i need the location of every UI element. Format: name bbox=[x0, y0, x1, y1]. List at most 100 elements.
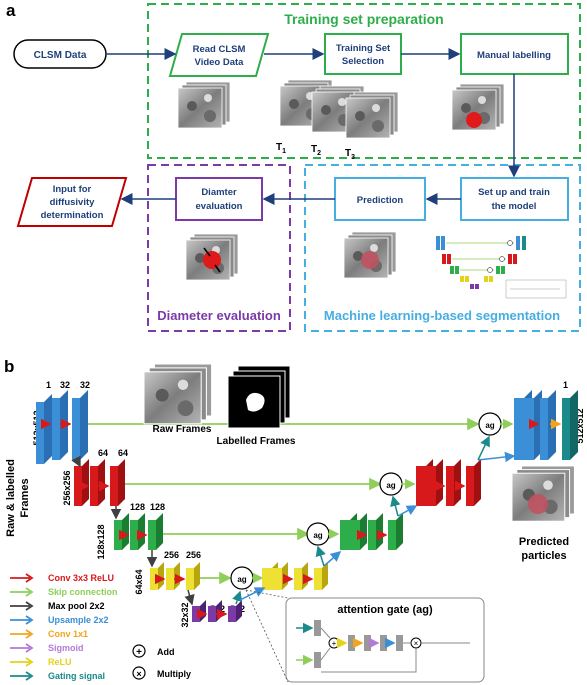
raw-frames-image bbox=[143, 363, 213, 425]
svg-text:ag: ag bbox=[485, 421, 494, 430]
t3-label: T3 bbox=[345, 148, 355, 161]
attention-gate-3: ag bbox=[306, 522, 330, 546]
legend-item: Conv 1x1 bbox=[10, 629, 88, 639]
upsample-arrow bbox=[239, 587, 266, 601]
predicted-label-line2: particles bbox=[521, 550, 566, 562]
ch-out: 1 bbox=[563, 380, 568, 390]
upsample-arrow bbox=[397, 505, 418, 517]
side-label-line1: Raw & labelled bbox=[5, 459, 17, 537]
res-64-label: 64x64 bbox=[134, 569, 144, 594]
attention-gate-2: ag bbox=[379, 472, 403, 496]
legend-label: ReLU bbox=[48, 657, 72, 667]
decoder-level-4 bbox=[262, 562, 328, 590]
svg-text:×: × bbox=[136, 669, 141, 679]
attention-gate-4: ag bbox=[230, 566, 254, 590]
input-line1: Input for bbox=[53, 184, 92, 195]
ch-64b: 64 bbox=[118, 448, 128, 458]
legend-item: ReLU bbox=[10, 657, 72, 667]
legend-label: Upsample 2x2 bbox=[48, 615, 109, 625]
svg-text:+: + bbox=[136, 647, 142, 658]
panel-b-label: b bbox=[4, 357, 14, 376]
diameter-eval-node bbox=[175, 177, 263, 221]
ch-128a: 128 bbox=[130, 502, 145, 512]
training-set-node bbox=[324, 33, 402, 75]
ch-64a: 64 bbox=[98, 448, 108, 458]
ch-1: 1 bbox=[46, 380, 51, 390]
training-set-line1: Training Set bbox=[336, 43, 391, 54]
setup-train-line1: Set up and train bbox=[478, 187, 550, 198]
encoder-level-2 bbox=[74, 459, 125, 506]
legend-item: Skip connection bbox=[10, 587, 118, 597]
attention-gate-1: ag bbox=[478, 412, 502, 436]
labelled-frames-image bbox=[227, 365, 291, 429]
read-clsm-line1: Read CLSM bbox=[193, 44, 246, 55]
legend-label: Conv 3x3 ReLU bbox=[48, 573, 114, 583]
ag-detail-title: attention gate (ag) bbox=[337, 604, 433, 616]
ch-32a: 32 bbox=[60, 380, 70, 390]
read-clsm-line2: Video Data bbox=[195, 57, 245, 68]
manual-labelling-node bbox=[460, 33, 569, 75]
micrograph-t3 bbox=[345, 91, 399, 139]
svg-text:ag: ag bbox=[386, 481, 395, 490]
add-label: Add bbox=[157, 647, 175, 657]
svg-text:ag: ag bbox=[313, 531, 322, 540]
svg-text:ag: ag bbox=[237, 575, 246, 584]
legend-label: Gating signal bbox=[48, 671, 105, 681]
input-diffusivity-node bbox=[16, 177, 128, 227]
input-line2: diffusivity bbox=[50, 197, 96, 208]
encoder-level-3 bbox=[114, 513, 163, 550]
panel-a-label: a bbox=[6, 1, 16, 20]
res-128-label: 128x128 bbox=[96, 524, 106, 559]
decoder-level-1 bbox=[514, 390, 578, 460]
legend-label: Max pool 2x2 bbox=[48, 601, 105, 611]
t2-label: T2 bbox=[311, 144, 321, 157]
labelled-frames-label: Labelled Frames bbox=[217, 436, 296, 447]
encoder-level-1 bbox=[36, 390, 88, 464]
micrograph-read bbox=[177, 81, 231, 129]
legend-item: Max pool 2x2 bbox=[10, 601, 105, 611]
diameter-title: Diameter evaluation bbox=[157, 308, 281, 323]
add-legend: + Add bbox=[132, 644, 175, 658]
gating-signal bbox=[477, 435, 490, 461]
ch-128b: 128 bbox=[150, 502, 165, 512]
side-label-line2: Frames bbox=[19, 478, 31, 517]
micrograph-diameter bbox=[185, 233, 239, 281]
svg-text:+: + bbox=[332, 639, 337, 648]
upsample-arrow bbox=[323, 551, 342, 567]
micrograph-labelled bbox=[451, 83, 505, 131]
training-frame bbox=[147, 3, 581, 159]
input-line3: determination bbox=[41, 210, 104, 221]
svg-text:×: × bbox=[414, 639, 419, 648]
predicted-particles-image bbox=[511, 465, 576, 522]
res-256-label: 256x256 bbox=[62, 470, 72, 505]
gating-signal bbox=[232, 590, 243, 605]
ml-frame bbox=[304, 164, 581, 332]
encoder-level-4 bbox=[150, 562, 200, 590]
mini-unet-icon bbox=[436, 236, 567, 299]
legend-item: Gating signal bbox=[10, 671, 105, 681]
legend-item: Sigmoid bbox=[10, 643, 84, 653]
setup-train-node bbox=[460, 177, 569, 221]
ch-32b: 32 bbox=[80, 380, 90, 390]
gating-signal bbox=[315, 545, 326, 567]
predicted-label-line1: Predicted bbox=[519, 536, 569, 548]
res-32-label: 32x32 bbox=[180, 602, 190, 627]
t1-label: T1 bbox=[276, 142, 286, 155]
maxpool-arrow bbox=[184, 589, 195, 606]
ch-256b: 256 bbox=[186, 550, 201, 560]
multiply-legend: × Multiply bbox=[132, 666, 191, 680]
training-set-line2: Selection bbox=[342, 56, 384, 67]
ml-title: Machine learning-based segmentation bbox=[324, 308, 560, 323]
ag-detail-connector bbox=[245, 589, 289, 683]
legend-label: Sigmoid bbox=[48, 643, 84, 653]
legend-item: Conv 3x3 ReLU bbox=[10, 573, 114, 583]
decoder-level-3 bbox=[340, 513, 403, 550]
res-out-label: 512x512 bbox=[575, 408, 585, 443]
read-clsm-node bbox=[168, 33, 270, 77]
prediction-label: Prediction bbox=[357, 195, 404, 206]
manual-labelling-label: Manual labelling bbox=[477, 50, 551, 61]
raw-frames-label: Raw Frames bbox=[153, 424, 212, 435]
maxpool-arrow bbox=[71, 455, 81, 468]
ch-256a: 256 bbox=[164, 550, 179, 560]
